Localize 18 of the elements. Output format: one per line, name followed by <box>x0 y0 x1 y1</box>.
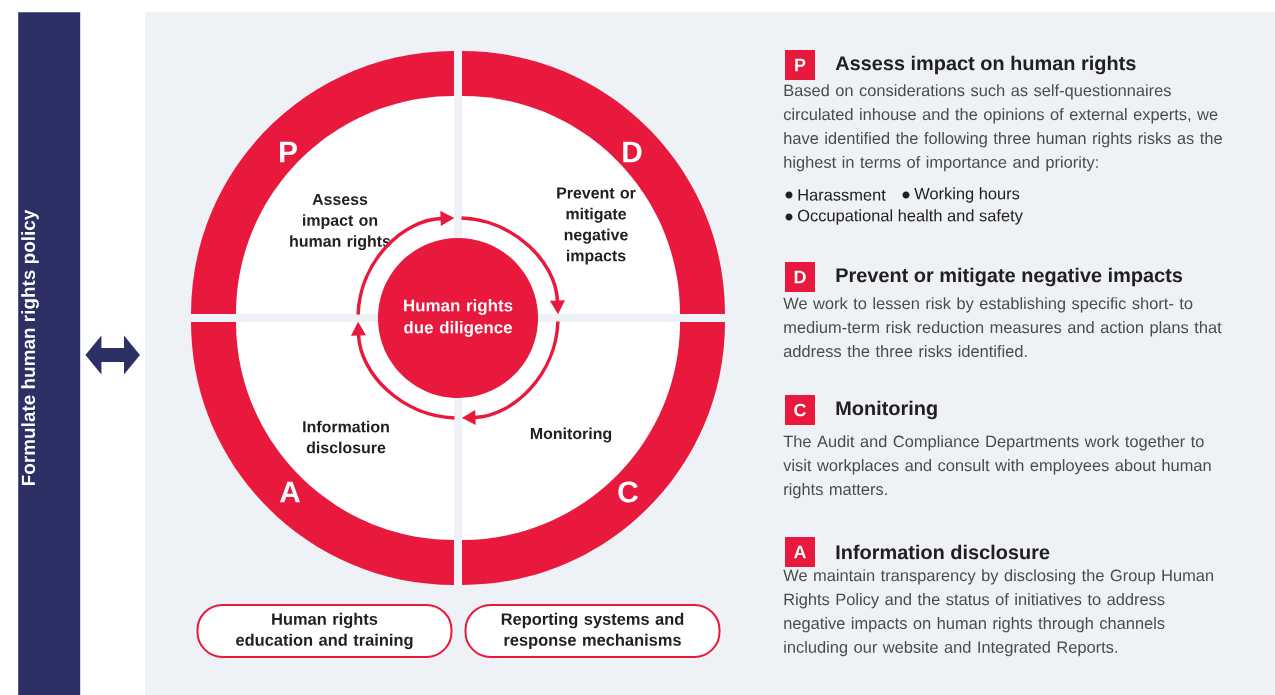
bullet-item: Occupational health and safety <box>785 209 1023 225</box>
body-text: Based on considerations such as self-questionnaires circulated inhouse and the opinions of external experts, we have identified the following three human rights risks as the highest in terms of importance and priority: <box>783 84 1222 172</box>
letter-square: A <box>785 537 815 567</box>
policy-bar: Formulate human rights policy <box>18 12 81 695</box>
letter-square: C <box>785 395 815 425</box>
body-text: We maintain transparency by disclosing the Group Human Rights Policy and the status of initiatives to address negative impacts on human rights through channels including our website and Integrated Reports. <box>783 569 1213 657</box>
rounded-box: Human rights education and training <box>196 604 453 658</box>
letter-square: D <box>785 262 815 292</box>
letter-square: P <box>785 50 815 80</box>
rounded-box: Reporting systems and response mechanisms <box>464 604 721 658</box>
bullet-item: Harassment <box>785 189 886 201</box>
section-heading: Assess impact on human rights <box>835 55 1136 75</box>
section-heading: Prevent or mitigate negative impacts <box>836 267 1183 287</box>
bullet-item: Working hours <box>902 187 1020 203</box>
section-heading: Information disclosure <box>836 544 1050 560</box>
section-heading: Monitoring <box>836 400 937 420</box>
body-text: We work to lessen risk by establishing specific short- to medium-term risk reduction measures and action plans that address the three risks identified. <box>783 297 1222 358</box>
body-text: The Audit and Compliance Departments work together to visit workplaces and consult with employees about human rights matters. <box>783 435 1211 499</box>
